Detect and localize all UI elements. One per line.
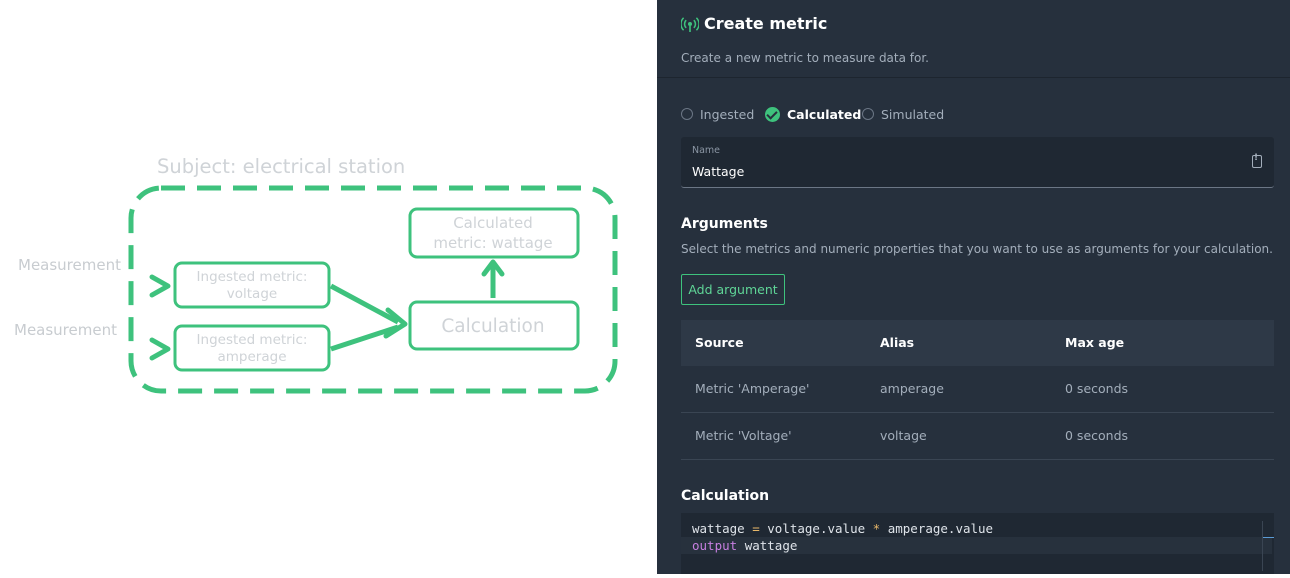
code-line-2[interactable]: output wattage — [681, 537, 1272, 554]
table-row[interactable]: Metric 'Amperage' amperage 0 seconds — [681, 366, 1274, 413]
add-argument-button[interactable]: Add argument — [681, 274, 785, 305]
subject-boundary — [128, 185, 618, 394]
radio-ingested-label: Ingested — [700, 106, 755, 122]
ingested-amperage-box — [173, 324, 331, 372]
row-source: Metric 'Amperage' — [695, 381, 810, 396]
measurement-label-2: Measurement — [14, 321, 117, 339]
column-max-age[interactable]: Max age — [1065, 335, 1125, 350]
panel-subtitle: Create a new metric to measure data for. — [681, 51, 929, 65]
radio-simulated[interactable]: Simulated — [862, 106, 944, 122]
name-input[interactable] — [691, 161, 1233, 181]
ingested-voltage-line2: voltage — [227, 286, 277, 302]
code-line-1[interactable]: wattage = voltage.value * amperage.value — [692, 521, 994, 536]
radio-calculated-label: Calculated — [787, 106, 862, 122]
broadcast-icon — [681, 17, 699, 32]
measurement-arrowhead-1 — [149, 274, 171, 298]
info-icon — [1252, 153, 1262, 168]
panel-header: Create metric Create a new metric to mea… — [657, 0, 1290, 78]
ingested-amperage-line2: amperage — [218, 349, 287, 365]
table-row[interactable]: Metric 'Voltage' voltage 0 seconds — [681, 413, 1274, 460]
ingested-amperage-line1: Ingested metric: — [197, 332, 308, 348]
ingested-voltage-box — [173, 261, 331, 309]
arguments-title: Arguments — [681, 216, 768, 232]
measurement-arrowhead-2 — [149, 337, 171, 361]
name-field-label: Name — [692, 145, 721, 156]
column-source[interactable]: Source — [695, 335, 744, 350]
arguments-table: Source Alias Max age Metric 'Amperage' a… — [681, 320, 1274, 460]
calculation-box — [408, 300, 580, 351]
table-header: Source Alias Max age — [681, 320, 1274, 366]
calculation-code-editor[interactable]: wattage = voltage.value * amperage.value… — [681, 513, 1274, 574]
calculated-metric-box — [408, 207, 580, 259]
arguments-description: Select the metrics and numeric propertie… — [681, 242, 1273, 256]
voltage-to-calc-arrow — [329, 283, 400, 325]
create-metric-panel: Create metric Create a new metric to mea… — [657, 0, 1290, 574]
calculation-title: Calculation — [681, 488, 770, 504]
name-field: Name — [681, 137, 1274, 188]
ingested-voltage-line1: Ingested metric: — [197, 269, 308, 285]
diagram-svg: Subject: electrical station Measurement … — [12, 155, 618, 394]
calculated-metric-line1: Calculated — [453, 214, 533, 232]
radio-ingested[interactable]: Ingested — [681, 106, 754, 122]
radio-unchecked-icon — [862, 108, 874, 120]
radio-calculated[interactable]: Calculated — [765, 106, 861, 122]
calc-arrowhead — [383, 307, 408, 339]
row-source: Metric 'Voltage' — [695, 428, 792, 443]
calculation-label: Calculation — [441, 316, 544, 337]
row-max-age: 0 seconds — [1065, 428, 1129, 443]
output-arrowhead — [481, 259, 505, 277]
radio-unchecked-icon — [681, 108, 693, 120]
concept-diagram: Subject: electrical station Measurement … — [12, 155, 618, 394]
row-alias: amperage — [880, 381, 944, 396]
row-alias: voltage — [880, 428, 927, 443]
radio-simulated-label: Simulated — [881, 106, 945, 122]
radio-checked-icon — [765, 106, 780, 122]
panel-title: Create metric — [704, 14, 828, 33]
calculated-metric-line2: metric: wattage — [433, 234, 552, 252]
amperage-to-calc-arrow — [330, 324, 399, 352]
editor-scrollbar[interactable] — [1262, 521, 1274, 571]
subject-label: Subject: electrical station — [157, 155, 405, 178]
measurement-label-1: Measurement — [18, 256, 121, 274]
column-alias[interactable]: Alias — [880, 335, 915, 350]
row-max-age: 0 seconds — [1065, 381, 1129, 396]
